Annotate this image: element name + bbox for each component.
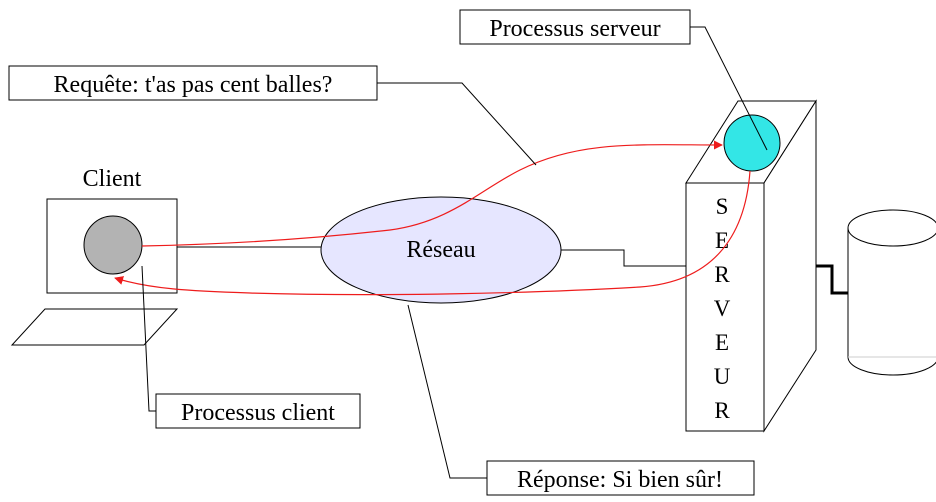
server-letter: R: [714, 398, 730, 423]
server-front: [685, 182, 765, 432]
database-cylinder: [847, 228, 936, 376]
server-process-leader: [690, 26, 768, 151]
client-process-leader: [141, 265, 156, 412]
response-arrow: [114, 170, 751, 296]
response-leader: [407, 304, 487, 479]
server-letter: E: [715, 330, 729, 355]
client-process-callout: Processus client: [141, 265, 361, 429]
server-database-link: [816, 264, 848, 295]
server-letter: R: [714, 262, 730, 287]
server: S E R V E U R: [685, 99, 817, 433]
server-label: S E R V E U R: [714, 194, 731, 423]
response-callout-box: [486, 460, 755, 496]
server-letter: U: [714, 364, 731, 389]
server-process-circle: [723, 114, 781, 172]
response-callout: Réponse: Si bien sûr!: [407, 304, 755, 496]
network-label: Réseau: [406, 237, 475, 263]
request-arrow: [141, 140, 723, 247]
server-process-callout: Processus serveur: [459, 9, 768, 151]
server-letter: E: [715, 228, 729, 253]
database: [816, 209, 936, 376]
server-process-callout-box: [459, 9, 691, 45]
network-server-link: [561, 249, 686, 267]
network: Réseau: [177, 196, 686, 304]
request-leader: [377, 82, 537, 166]
client-process-circle: [83, 215, 143, 275]
client-process-callout-text: Processus client: [181, 400, 335, 426]
database-top: [847, 209, 936, 247]
client-label: Client: [83, 166, 142, 192]
request-callout-text: Requête: t'as pas cent balles?: [54, 72, 333, 98]
client-keyboard: [10, 308, 179, 346]
server-letter: S: [716, 194, 729, 219]
request-callout: Requête: t'as pas cent balles?: [8, 65, 537, 166]
client-process-callout-box: [155, 393, 361, 429]
server-letter: V: [714, 296, 731, 321]
client-computer: Client: [10, 166, 179, 346]
response-callout-text: Réponse: Si bien sûr!: [517, 467, 723, 493]
server-process-callout-text: Processus serveur: [489, 16, 660, 42]
message-flows: [114, 140, 751, 296]
